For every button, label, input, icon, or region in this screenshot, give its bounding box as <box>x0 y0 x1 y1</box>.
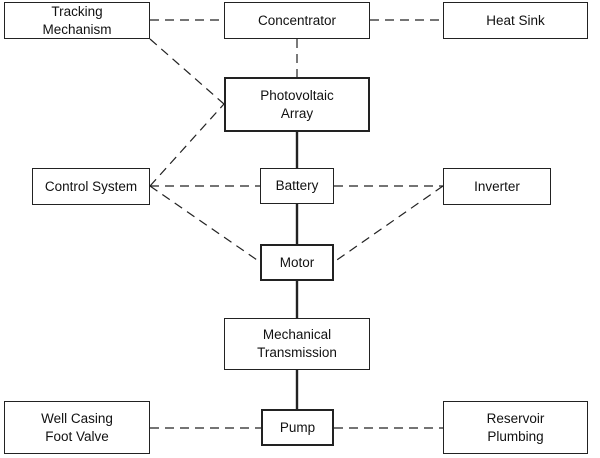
battery-node: Battery <box>260 168 334 204</box>
control-system-label: Control System <box>44 178 138 194</box>
well-casing-foot-valve-node: Well Casing Foot Valve <box>4 401 150 454</box>
heat-sink-label: Heat Sink <box>486 12 545 28</box>
photovoltaic-array-label: Photovoltaic Array <box>260 87 334 121</box>
tracking-mechanism-node: Tracking Mechanism <box>4 2 150 39</box>
link-control-pv <box>149 103 225 187</box>
link-inverter-motor <box>333 185 444 263</box>
heat-sink-node: Heat Sink <box>443 2 588 39</box>
mechanical-transmission-label: Mechanical Transmission <box>257 327 337 360</box>
motor-node: Motor <box>260 244 334 281</box>
inverter-node: Inverter <box>443 168 551 205</box>
battery-label: Battery <box>275 178 319 193</box>
link-tracking-pv <box>149 38 225 105</box>
concentrator-label: Concentrator <box>257 12 337 28</box>
photovoltaic-array-node: Photovoltaic Array <box>224 77 370 132</box>
inverter-label: Inverter <box>474 178 520 194</box>
mechanical-transmission-node: Mechanical Transmission <box>224 318 370 370</box>
pump-label: Pump <box>279 419 316 435</box>
pump-node: Pump <box>261 409 334 446</box>
motor-label: Motor <box>279 254 315 270</box>
tracking-mechanism-label: Tracking Mechanism <box>42 3 112 37</box>
reservoir-plumbing-node: Reservoir Plumbing <box>443 401 588 454</box>
concentrator-node: Concentrator <box>224 2 370 39</box>
link-control-motor <box>149 185 261 263</box>
reservoir-plumbing-label: Reservoir Plumbing <box>486 410 545 444</box>
control-system-node: Control System <box>32 168 150 205</box>
well-casing-foot-valve-label: Well Casing Foot Valve <box>41 410 113 444</box>
